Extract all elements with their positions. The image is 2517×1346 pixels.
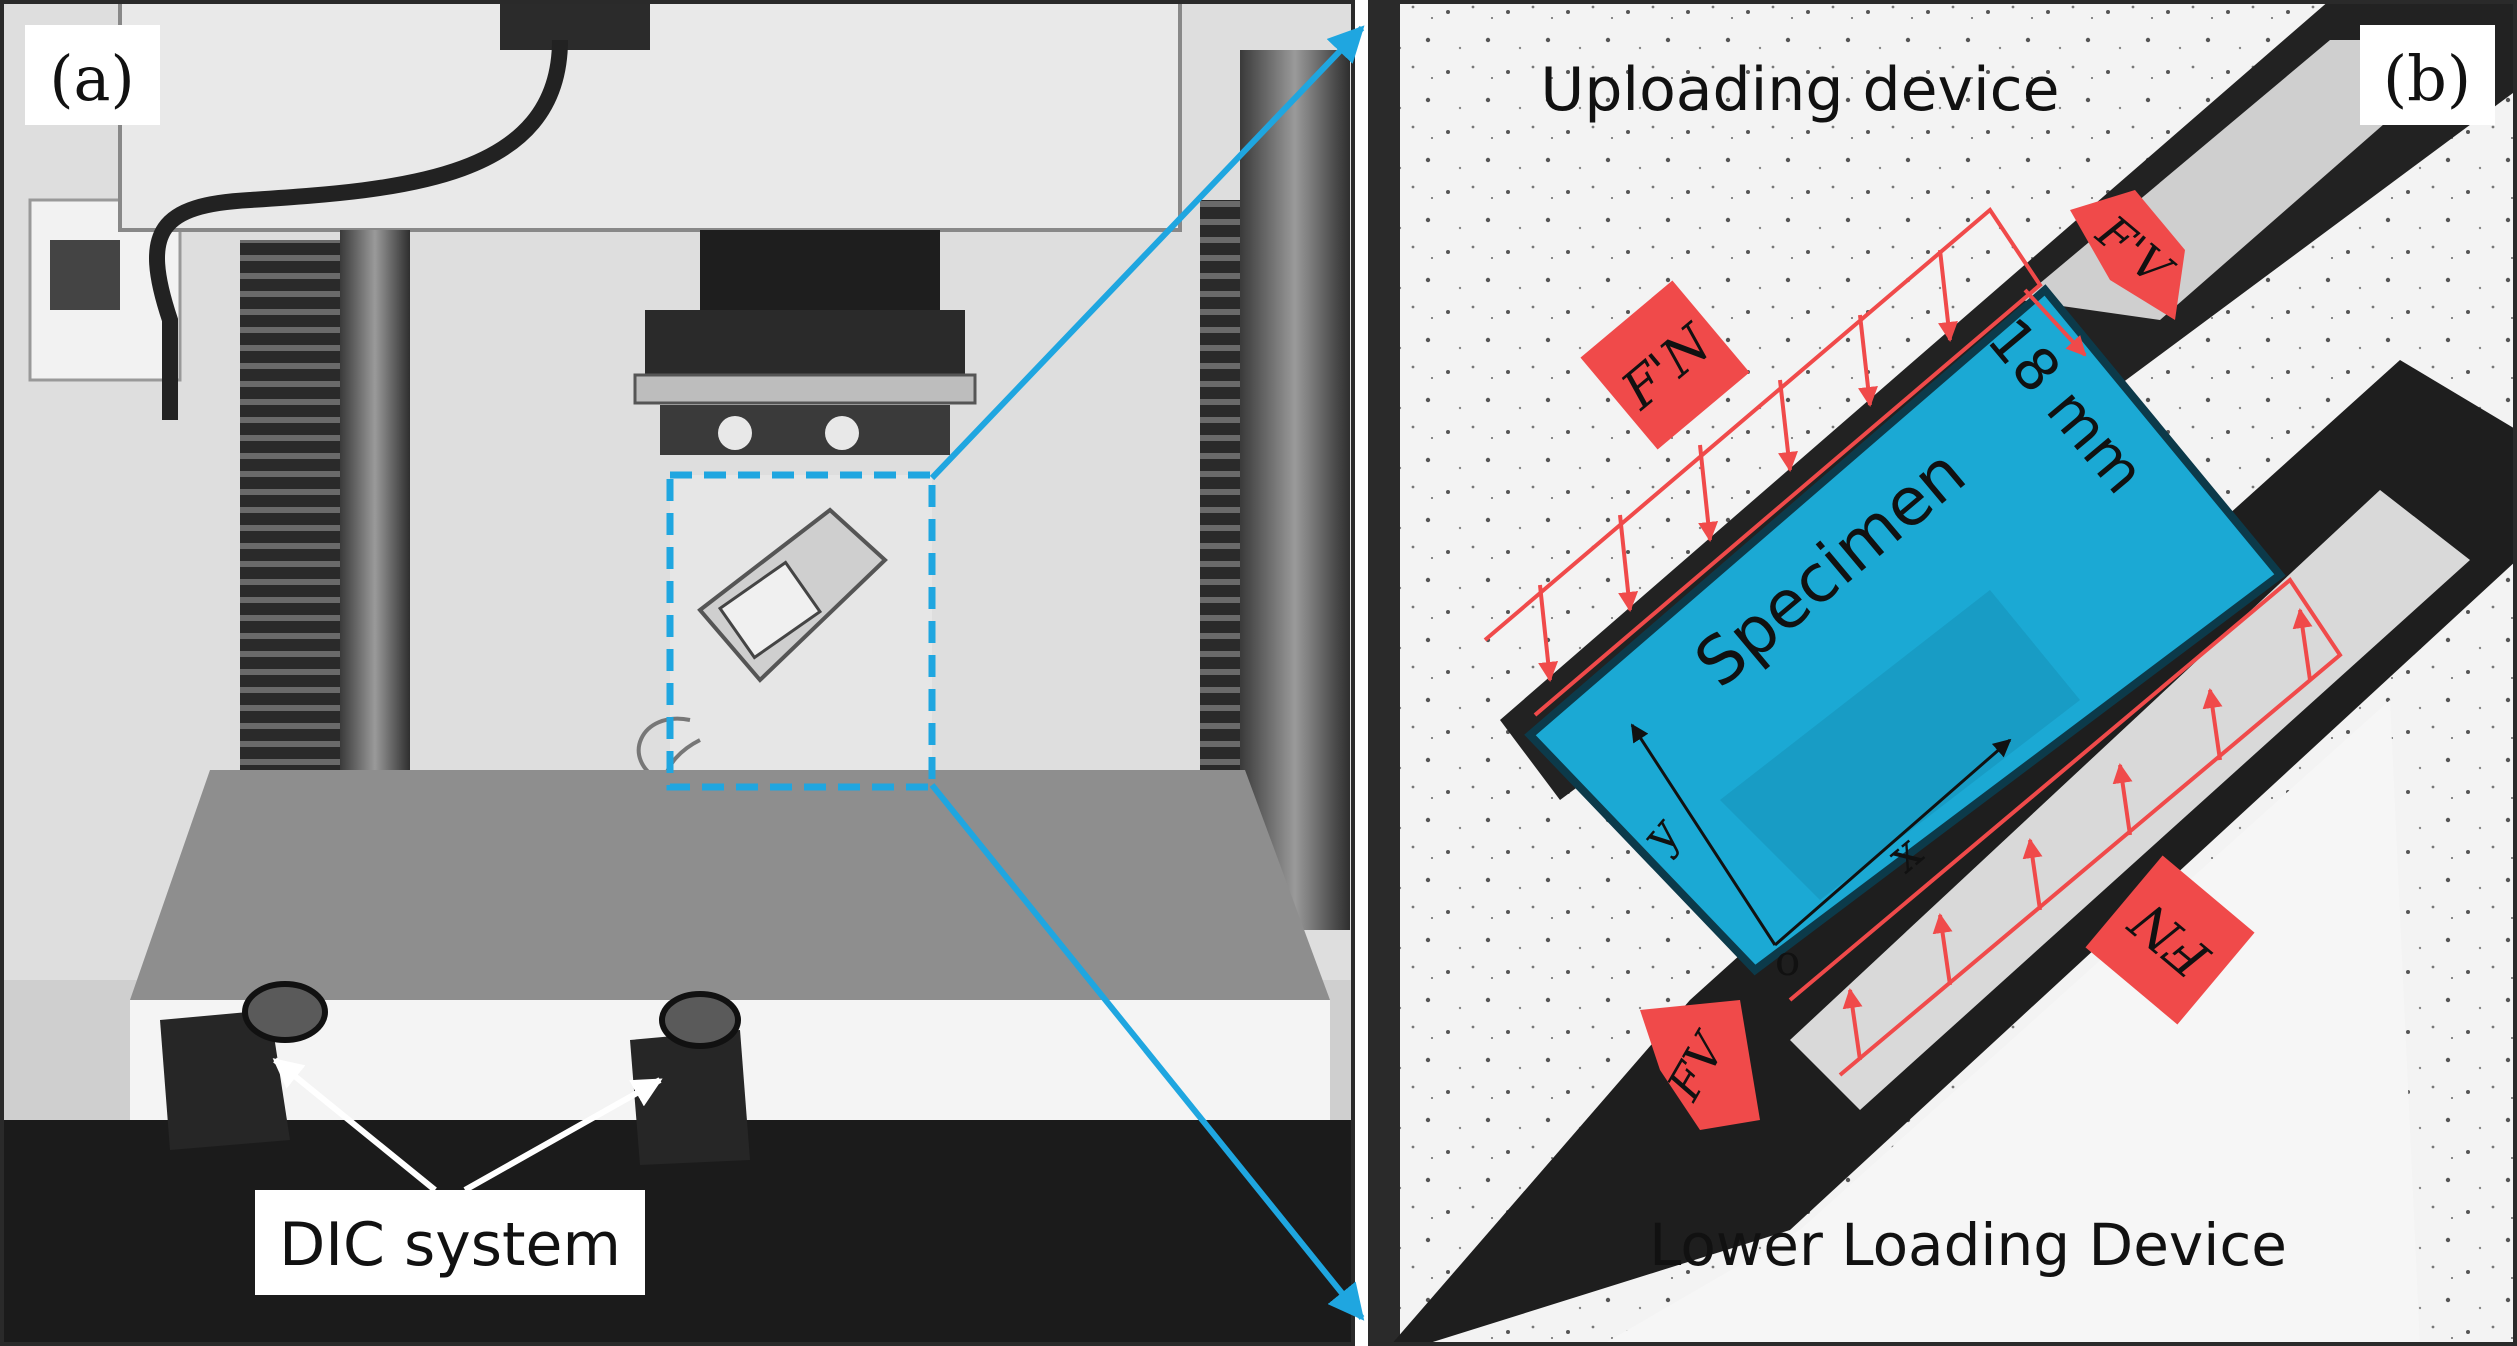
machine-table: [130, 770, 1330, 1000]
force-bottom-shear-arrow: [1640, 1000, 1760, 1130]
x-axis-arrow: [1774, 738, 2012, 947]
column-right: [1240, 50, 1350, 930]
panel-b-label: (b): [2383, 42, 2471, 115]
panel-b-label-box: [2360, 25, 2495, 125]
roller-right: [825, 416, 859, 450]
roller-left: [718, 416, 752, 450]
origin-label: o: [1775, 936, 1800, 985]
y-axis-arrow: [1630, 723, 1777, 946]
panel-b-border: [1368, 0, 2517, 1346]
hydraulic-hose: [149, 39, 568, 420]
crosshead-cap: [500, 0, 650, 50]
camera-left-body: [160, 1010, 290, 1150]
camera-right-body: [630, 1030, 750, 1165]
dic-callout-label: DIC system: [279, 1210, 621, 1280]
panel-a-label: (a): [49, 42, 134, 115]
bottom-normal-load: [1788, 577, 2343, 1077]
panel-a-label-box: [25, 25, 160, 125]
wall-socket: [50, 240, 120, 310]
force-bottom-normal-box: [2085, 855, 2255, 1025]
dimension-arrow: [2023, 288, 2087, 357]
panel-a-border: [0, 0, 1355, 1346]
callout-arrow-right: [463, 1077, 663, 1193]
specimen-texture: [1720, 590, 2080, 900]
lower-device-label: Lower Loading Device: [1649, 1211, 2287, 1279]
panel-a: DIC system (a): [0, 0, 1355, 1346]
top-normal-load: [1483, 207, 2043, 717]
force-top-shear-arrow: [2070, 190, 2185, 320]
zoom-line-bottom: [929, 783, 1365, 1321]
camera-right-lens: [659, 991, 741, 1049]
zoom-line-top: [929, 25, 1365, 481]
gauge-block: [717, 560, 823, 660]
left-edge-strip: [1370, 0, 1400, 1346]
upper-plate: [633, 373, 977, 405]
panel-b: x y o Specimen 18 mm F'N: [1370, 0, 2517, 1346]
lower-device-face: [1790, 490, 2470, 1110]
region-of-interest-box: [666, 471, 936, 791]
force-top-normal-box: [1580, 280, 1750, 450]
camera-left-lens: [242, 981, 328, 1043]
callout-arrow-left: [272, 1057, 437, 1193]
upper-platen: [645, 310, 965, 380]
lower-device-side: [1600, 700, 2420, 1346]
roller-frame: [660, 405, 950, 455]
column-left: [340, 230, 410, 850]
upper-device-label: Uploading device: [1540, 55, 2059, 125]
dic-callout-box: [255, 1190, 645, 1295]
specimen: [1524, 284, 2286, 976]
